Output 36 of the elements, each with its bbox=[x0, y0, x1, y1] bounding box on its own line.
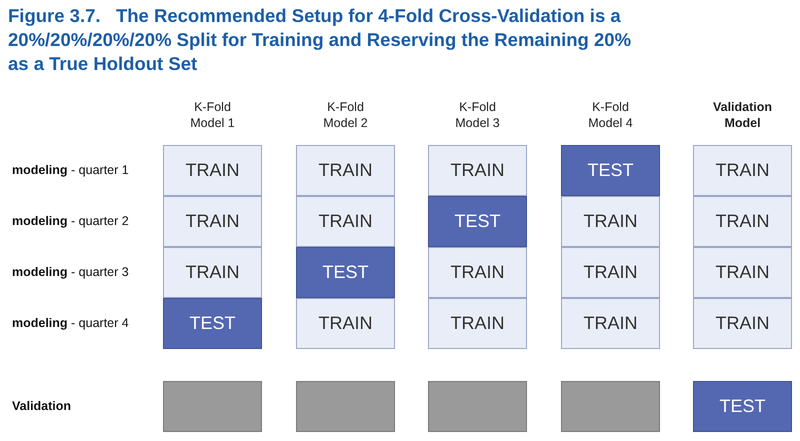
test-cell: TEST bbox=[296, 247, 395, 298]
empty-cell bbox=[428, 381, 527, 432]
train-cell: TRAIN bbox=[693, 298, 792, 349]
train-cell: TRAIN bbox=[561, 196, 660, 247]
train-cell: TRAIN bbox=[163, 145, 262, 196]
train-cell: TRAIN bbox=[693, 196, 792, 247]
test-cell: TEST bbox=[163, 298, 262, 349]
test-cell: TEST bbox=[693, 381, 792, 432]
column-header: K-Fold Model 3 bbox=[454, 99, 501, 131]
column-header: K-Fold Model 1 bbox=[189, 99, 236, 131]
empty-cell bbox=[561, 381, 660, 432]
train-cell: TRAIN bbox=[561, 247, 660, 298]
train-cell: TRAIN bbox=[296, 298, 395, 349]
test-cell: TEST bbox=[428, 196, 527, 247]
train-cell: TRAIN bbox=[296, 196, 395, 247]
row-label: modeling - quarter 4 bbox=[12, 316, 129, 330]
train-cell: TRAIN bbox=[163, 247, 262, 298]
column-header: K-Fold Model 2 bbox=[322, 99, 369, 131]
row-label: modeling - quarter 3 bbox=[12, 264, 129, 278]
train-cell: TRAIN bbox=[693, 145, 792, 196]
train-cell: TRAIN bbox=[428, 145, 527, 196]
row-label: modeling - quarter 2 bbox=[12, 214, 129, 228]
train-cell: TRAIN bbox=[561, 298, 660, 349]
empty-cell bbox=[163, 381, 262, 432]
empty-cell bbox=[296, 381, 395, 432]
train-cell: TRAIN bbox=[163, 196, 262, 247]
train-cell: TRAIN bbox=[428, 247, 527, 298]
train-cell: TRAIN bbox=[296, 145, 395, 196]
column-header: Validation Model bbox=[712, 99, 773, 131]
figure-title: Figure 3.7. The Recommended Setup for 4-Fold Cross-Validation is a 20%/20%/20%/20% Split for Training and Reserving the Remaining 20% as a True Holdout Set bbox=[8, 4, 632, 76]
row-label: Validation bbox=[12, 398, 72, 412]
test-cell: TEST bbox=[561, 145, 660, 196]
row-label: modeling - quarter 1 bbox=[12, 162, 129, 176]
column-header: K-Fold Model 4 bbox=[587, 99, 634, 131]
train-cell: TRAIN bbox=[693, 247, 792, 298]
train-cell: TRAIN bbox=[428, 298, 527, 349]
